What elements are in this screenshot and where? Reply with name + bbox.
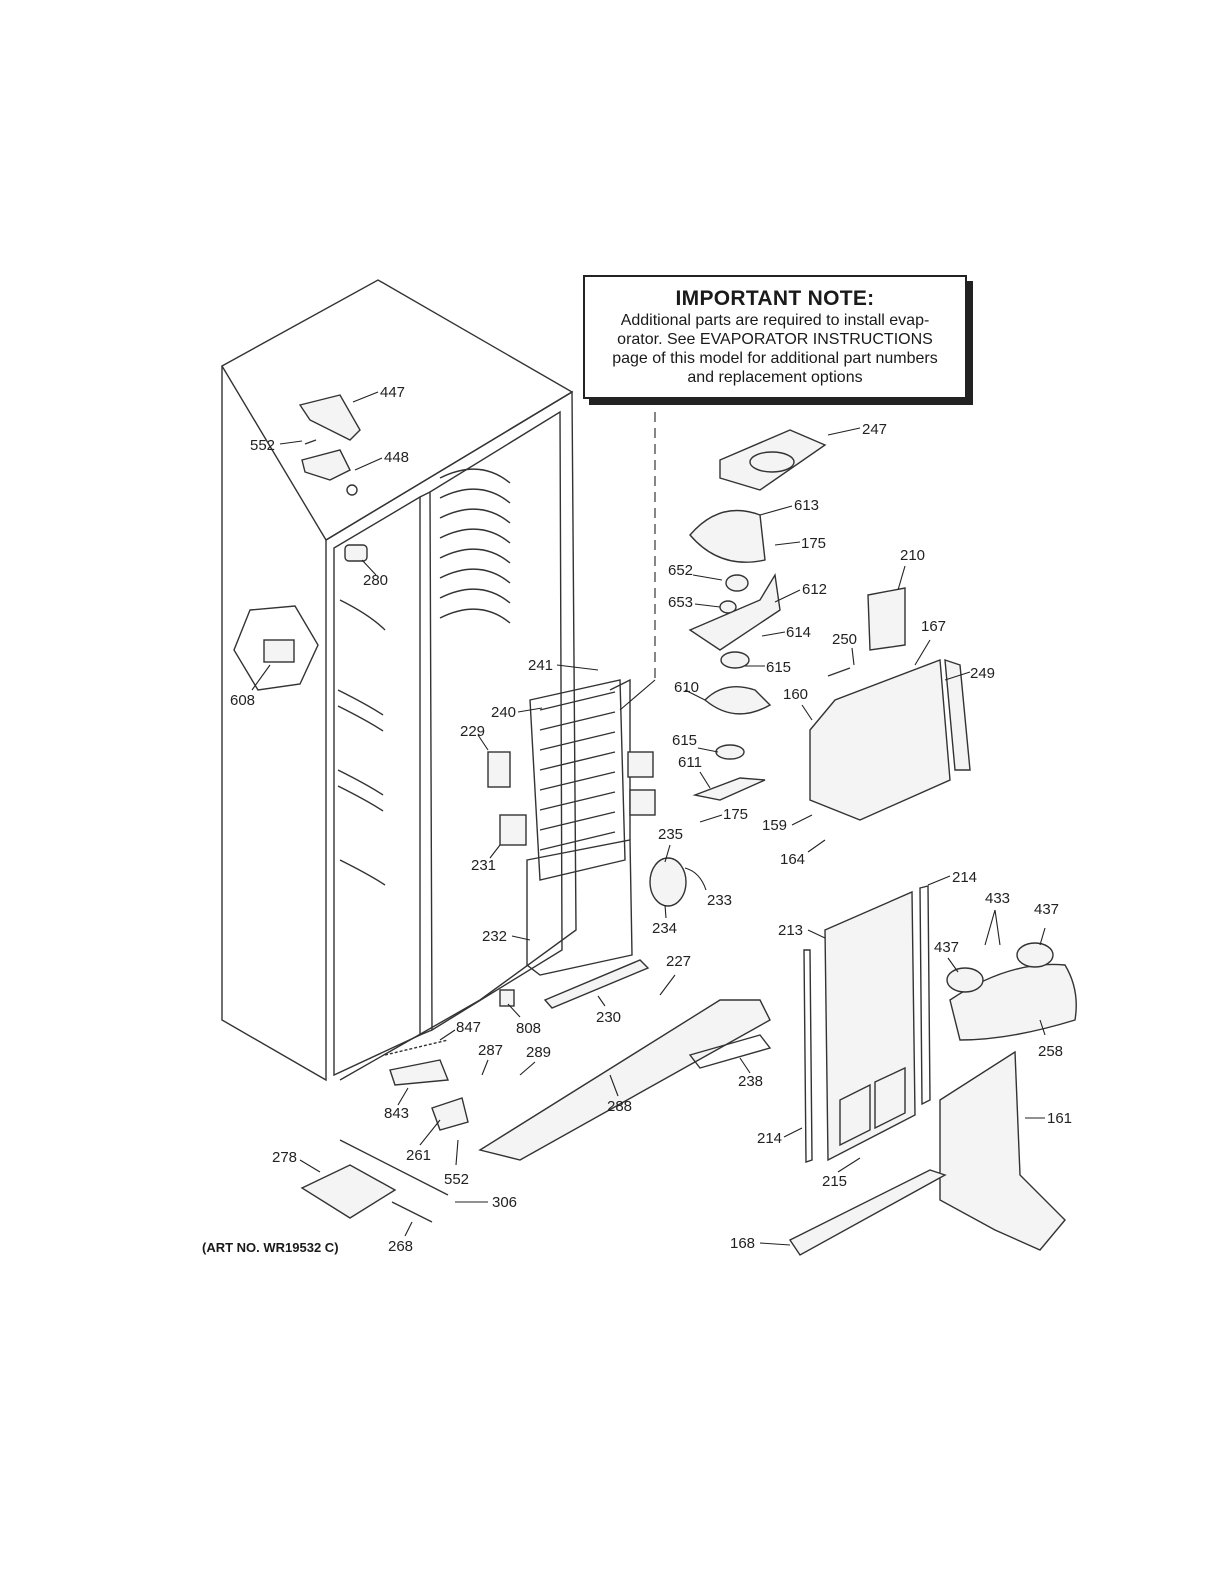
label-437-left: 437 xyxy=(934,939,959,956)
label-280: 280 xyxy=(363,572,388,589)
part-613 xyxy=(689,509,766,563)
label-164: 164 xyxy=(780,851,805,868)
part-214-lower xyxy=(803,949,813,1163)
label-447: 447 xyxy=(380,384,405,401)
label-249: 249 xyxy=(970,665,995,682)
part-808 xyxy=(499,989,515,1007)
part-306 xyxy=(339,1139,449,1196)
label-433: 433 xyxy=(985,890,1010,907)
label-234: 234 xyxy=(652,920,677,937)
note-line-2: orator. See EVAPORATOR INSTRUCTIONS xyxy=(617,331,933,348)
cabinet-illustration xyxy=(221,279,577,1082)
part-447 xyxy=(298,394,361,441)
part-612 xyxy=(688,572,781,651)
note-title: IMPORTANT NOTE: xyxy=(675,287,875,310)
label-808: 808 xyxy=(516,1020,541,1037)
part-608-callout xyxy=(233,605,319,691)
label-288: 288 xyxy=(607,1098,632,1115)
part-610 xyxy=(703,686,772,715)
part-168 xyxy=(788,1169,947,1256)
label-213: 213 xyxy=(778,922,803,939)
label-261: 261 xyxy=(406,1147,431,1164)
important-note-box: IMPORTANT NOTE: Additional parts are req… xyxy=(583,275,967,399)
label-210: 210 xyxy=(900,547,925,564)
label-437-right: 437 xyxy=(1034,901,1059,918)
label-241: 241 xyxy=(528,657,553,674)
leader-lines xyxy=(251,391,1046,1246)
part-843 xyxy=(389,1059,449,1086)
label-610: 610 xyxy=(674,679,699,696)
label-231: 231 xyxy=(471,857,496,874)
note-line-4: and replacement options xyxy=(687,369,863,386)
label-847: 847 xyxy=(456,1019,481,1036)
label-258: 258 xyxy=(1038,1043,1063,1060)
part-652 xyxy=(725,574,749,592)
note-line-1: Additional parts are required to install… xyxy=(620,312,930,329)
label-287: 287 xyxy=(478,1042,503,1059)
label-161: 161 xyxy=(1047,1110,1072,1127)
label-159: 159 xyxy=(762,817,787,834)
label-615-mid: 615 xyxy=(672,732,697,749)
part-249 xyxy=(944,658,971,771)
part-437-left xyxy=(946,967,984,993)
label-608: 608 xyxy=(230,692,255,709)
part-847 xyxy=(384,1039,449,1056)
part-214-upper xyxy=(919,885,931,1106)
label-232: 232 xyxy=(482,928,507,945)
label-167: 167 xyxy=(921,618,946,635)
evaporator-illustration xyxy=(487,678,656,976)
part-288 xyxy=(478,999,771,1161)
part-230 xyxy=(543,959,650,1009)
label-615-top: 615 xyxy=(766,659,791,676)
label-250: 250 xyxy=(832,631,857,648)
label-278: 278 xyxy=(272,1149,297,1166)
label-611: 611 xyxy=(678,754,702,771)
part-278 xyxy=(300,1164,397,1219)
part-448 xyxy=(301,449,351,481)
label-230: 230 xyxy=(596,1009,621,1026)
label-235: 235 xyxy=(658,826,683,843)
label-240: 240 xyxy=(491,704,516,721)
note-line-3: page of this model for additional part n… xyxy=(612,350,938,367)
part-437-right xyxy=(1016,942,1054,968)
label-552-top: 552 xyxy=(250,437,275,454)
label-238: 238 xyxy=(738,1073,763,1090)
part-247 xyxy=(719,429,827,491)
label-613: 613 xyxy=(794,497,819,514)
label-612: 612 xyxy=(802,581,827,598)
label-168: 168 xyxy=(730,1235,755,1252)
label-160: 160 xyxy=(783,686,808,703)
part-210 xyxy=(867,587,906,651)
label-448: 448 xyxy=(384,449,409,466)
label-306: 306 xyxy=(492,1194,517,1211)
label-229: 229 xyxy=(460,723,485,740)
label-843: 843 xyxy=(384,1105,409,1122)
label-233: 233 xyxy=(707,892,732,909)
label-614: 614 xyxy=(786,624,811,641)
label-653: 653 xyxy=(668,594,693,611)
part-234 xyxy=(649,857,687,907)
part-261 xyxy=(431,1097,469,1131)
label-552-bottom: 552 xyxy=(444,1171,469,1188)
part-161 xyxy=(939,1050,1066,1251)
part-268 xyxy=(391,1201,433,1223)
art-number: (ART NO. WR19532 C) xyxy=(202,1240,339,1255)
label-247: 247 xyxy=(862,421,887,438)
label-175-bottom: 175 xyxy=(723,806,748,823)
label-215: 215 xyxy=(822,1173,847,1190)
part-labels: 447 552 448 280 608 241 240 229 231 232 … xyxy=(230,384,1072,1255)
label-227: 227 xyxy=(666,953,691,970)
part-213 xyxy=(824,890,916,1162)
label-652: 652 xyxy=(668,562,693,579)
part-611 xyxy=(692,777,766,801)
label-289: 289 xyxy=(526,1044,551,1061)
label-214-top: 214 xyxy=(952,869,977,886)
part-608 xyxy=(263,639,295,663)
label-175-top: 175 xyxy=(801,535,826,552)
label-214-bottom: 214 xyxy=(757,1130,782,1147)
part-238 xyxy=(688,1034,772,1069)
part-167 xyxy=(809,659,951,821)
label-268: 268 xyxy=(388,1238,413,1255)
